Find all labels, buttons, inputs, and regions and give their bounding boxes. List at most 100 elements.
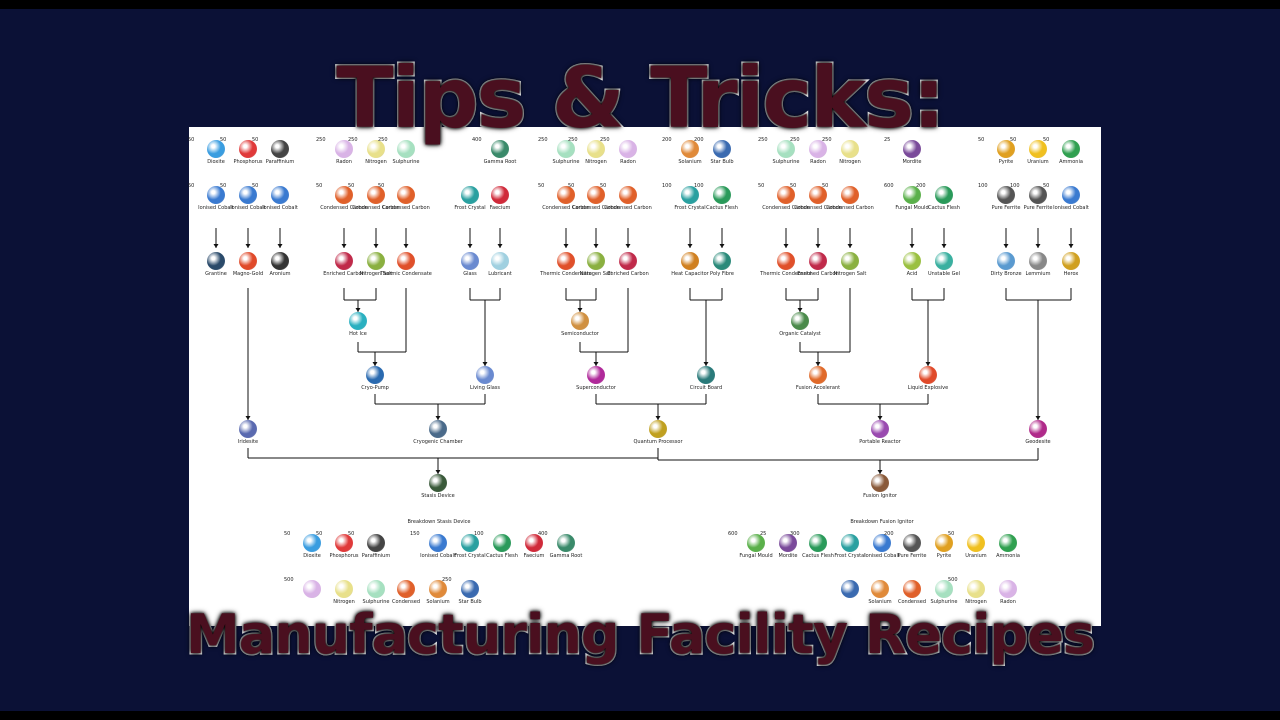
- node-amount: 500: [948, 577, 958, 583]
- node-label: Ionised Cobalt: [864, 553, 900, 559]
- node-label: Radon: [336, 159, 352, 165]
- node-label: Ionised Cobalt: [1053, 205, 1089, 211]
- node-label: Lemmium: [1025, 271, 1051, 277]
- dirty-bronze-icon: [997, 252, 1015, 270]
- recipe-node-semiconductor: Semiconductor: [554, 312, 606, 337]
- enriched-carbon-3-icon: [809, 252, 827, 270]
- star-bulb-icon: [713, 140, 731, 158]
- node-amount: 50: [252, 137, 259, 143]
- recipe-node-enriched-carbon-3: Enriched Carbon: [792, 252, 844, 277]
- node-label: Grantine: [205, 271, 227, 277]
- node-label: Solanium: [678, 159, 702, 165]
- recipe-node-b2-star-bulb: [824, 580, 876, 599]
- node-label: Frost Crystal: [454, 553, 486, 559]
- connector-arrow: [877, 416, 883, 420]
- b2-fungal-mould-icon: [747, 534, 765, 552]
- node-label: Ammonia: [1059, 159, 1083, 165]
- recipe-node-portable-reactor: Portable Reactor: [854, 420, 906, 445]
- recipe-node-b2-radon: Radon: [982, 580, 1034, 605]
- portable-reactor-icon: [871, 420, 889, 438]
- recipe-node-enriched-carbon-2: Enriched Carbon: [602, 252, 654, 277]
- node-label: Star Bulb: [458, 599, 482, 605]
- node-label: Nitrogen: [965, 599, 987, 605]
- node-label: Cactus Flesh: [486, 553, 518, 559]
- node-amount: 50: [1043, 137, 1050, 143]
- node-label: Dioxite: [303, 553, 321, 559]
- connector-arrow: [815, 244, 821, 248]
- b1-ionised-cobalt-icon: [429, 534, 447, 552]
- b1-solanium-icon: [429, 580, 447, 598]
- node-label: Portable Reactor: [859, 439, 901, 445]
- b1-frost-crystal-icon: [461, 534, 479, 552]
- connector-arrow: [847, 244, 853, 248]
- nitrogen-b-icon: [587, 140, 605, 158]
- connector-arrow: [435, 416, 441, 420]
- node-label: Uranium: [1027, 159, 1049, 165]
- cryo-pump-icon: [366, 366, 384, 384]
- recipe-node-unstable-gel: Unstable Gel: [918, 252, 970, 277]
- recipe-node-acid: Acid: [886, 252, 938, 277]
- node-label: Sulphurine: [362, 599, 390, 605]
- aronium-icon: [271, 252, 289, 270]
- node-label: Nitrogen: [839, 159, 861, 165]
- node-amount: 50: [220, 137, 227, 143]
- connector-arrow: [1035, 244, 1041, 248]
- node-amount: 25: [760, 531, 767, 537]
- b2-nitrogen-icon: [967, 580, 985, 598]
- recipe-node-poly-fibre: Poly Fibre: [696, 252, 748, 277]
- gamma-root-icon: [491, 140, 509, 158]
- dioxite-icon: [207, 140, 225, 158]
- node-label: Cactus Flesh: [802, 553, 834, 559]
- connector-arrow: [655, 416, 661, 420]
- node-amount: 600: [728, 531, 738, 537]
- node-label: Geodesite: [1025, 439, 1051, 445]
- recipe-node-organic-catalyst: Organic Catalyst: [774, 312, 826, 337]
- node-label: Radon: [620, 159, 636, 165]
- node-label: Pyrite: [936, 553, 952, 559]
- node-amount: 200: [916, 183, 926, 189]
- connector-arrow: [355, 308, 361, 312]
- node-label: Sulphurine: [392, 159, 420, 165]
- node-amount: 100: [662, 183, 672, 189]
- recipe-node-cryo-pump: Cryo-Pump: [349, 366, 401, 391]
- caption-breakdown-fusion: Breakdown Fusion Ignitor: [850, 519, 914, 525]
- acid-icon: [903, 252, 921, 270]
- video-title: Tips & Tricks:: [335, 49, 948, 148]
- node-label: Enriched Carbon: [607, 271, 649, 277]
- recipe-node-liquid-explosive: Liquid Explosive: [902, 366, 954, 391]
- node-label: Semiconductor: [561, 331, 599, 337]
- b1-faecium-icon: [525, 534, 543, 552]
- node-amount: 50: [948, 531, 955, 537]
- node-label: Stasis Device: [421, 493, 455, 499]
- ionised-cobalt-3-icon: [271, 186, 289, 204]
- node-label: Condensed Carbon: [542, 205, 590, 211]
- pure-ferrite-2-icon: [1029, 186, 1047, 204]
- node-label: Ionised Cobalt: [262, 205, 298, 211]
- node-amount: 250: [568, 137, 578, 143]
- node-label: Organic Catalyst: [779, 331, 821, 337]
- node-amount: 150: [410, 531, 420, 537]
- semiconductor-icon: [571, 312, 589, 330]
- radon-c-icon: [809, 140, 827, 158]
- node-label: Condensed: [898, 599, 926, 605]
- node-label: Lubricant: [488, 271, 512, 277]
- node-amount: 50: [348, 531, 355, 537]
- recipe-node-superconductor: Superconductor: [570, 366, 622, 391]
- condensed-carbon-3-icon: [397, 186, 415, 204]
